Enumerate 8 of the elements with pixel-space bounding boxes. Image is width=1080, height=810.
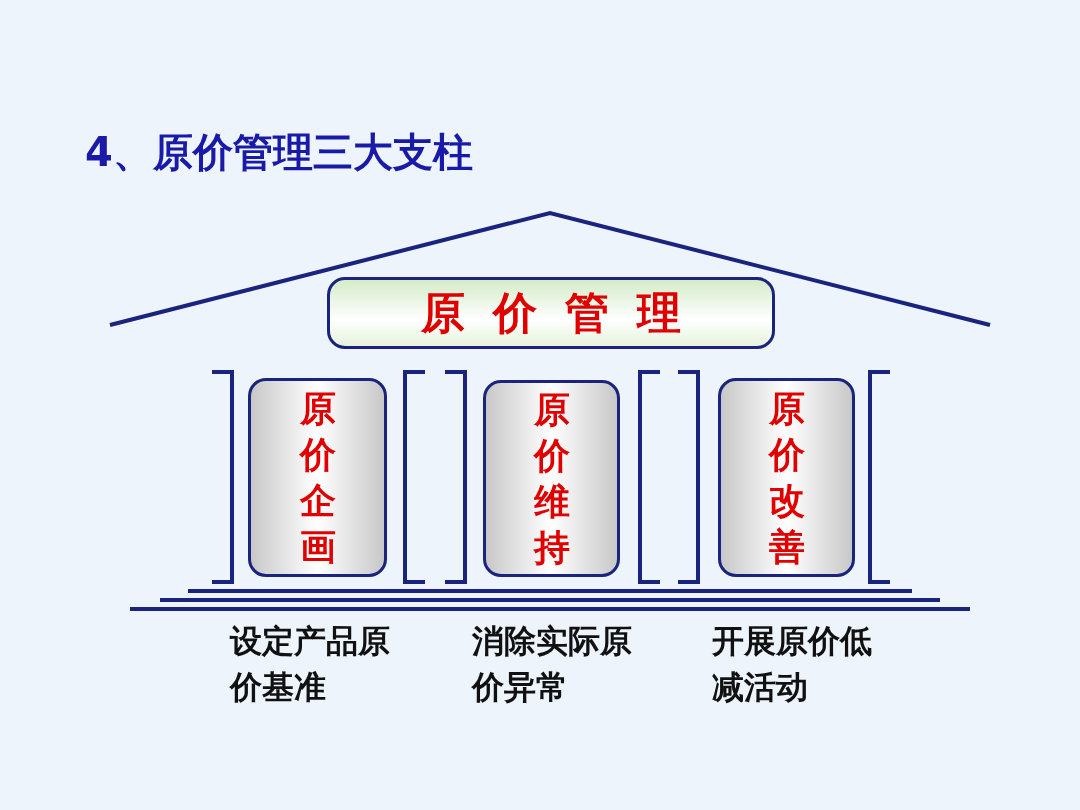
pillar-caption: 开展原价低减活动 (712, 621, 873, 708)
pillar-caption: 消除实际原价异常 (472, 621, 633, 708)
pillar-caption: 设定产品原价基准 (230, 621, 391, 708)
roof-label-box: 原价管理 (327, 277, 775, 349)
pillar-box: 原价维持 (483, 380, 620, 577)
pillar-box: 原价改善 (718, 378, 855, 577)
pillar-box: 原价企画 (248, 378, 387, 577)
slide-title: 4、原价管理三大支柱 (85, 128, 473, 177)
